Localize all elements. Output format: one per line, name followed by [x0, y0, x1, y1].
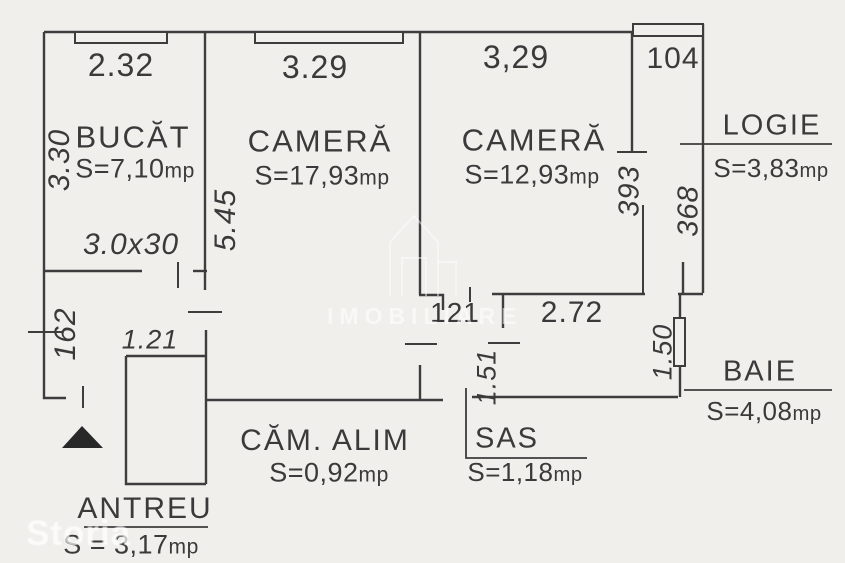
room-area-cam-alim: S=0,92mp — [269, 457, 389, 488]
area-unit: mp — [569, 165, 600, 189]
entry-arrow-icon — [62, 426, 103, 448]
leader-sas — [465, 388, 587, 459]
room-area-sas: S=1,18mp — [467, 459, 582, 485]
area-unit: mp — [792, 402, 822, 425]
area-value: S=7,10 — [75, 153, 165, 184]
area-unit: mp — [168, 535, 199, 559]
dim-bucat-width: 2.32 — [87, 47, 155, 83]
dim-camera2-width: 3,29 — [482, 39, 550, 75]
window-bucatarie — [74, 31, 168, 44]
watermark-storia: Storia — [26, 514, 132, 553]
area-value: S=3,83 — [713, 152, 800, 183]
watermark-house-outline — [389, 214, 439, 296]
dim-bucat-door: 3.0x30 — [82, 228, 180, 261]
area-unit: mp — [359, 166, 390, 190]
dim-logie-width: 104 — [646, 42, 700, 75]
dimension-ticks — [28, 151, 647, 408]
room-label-camera1: CAMERĂ — [247, 123, 393, 159]
area-unit: mp — [799, 159, 829, 182]
dim-baie-height: 1.50 — [647, 323, 678, 381]
window-camera1 — [254, 31, 404, 44]
dim-hall-left: 162 — [49, 307, 82, 361]
watermark-imobiliare: IMOBILIARE — [327, 303, 523, 329]
area-unit: mp — [553, 463, 583, 486]
watermark-building-icon — [389, 214, 457, 296]
dim-camera2-height: 393 — [613, 165, 646, 217]
room-area-camera1: S=17,93mp — [254, 160, 390, 191]
wall-left — [42, 32, 66, 400]
area-unit: mp — [358, 463, 389, 487]
room-area-camera2: S=12,93mp — [464, 159, 600, 190]
window-logie — [632, 23, 704, 37]
room-label-cam-alim: CĂM. ALIM — [240, 424, 410, 457]
watermark-house-inner — [401, 257, 427, 296]
room-label-logie: LOGIE — [722, 109, 822, 142]
dim-logie-height: 368 — [672, 185, 705, 237]
room-label-camera2: CAMERĂ — [461, 122, 607, 158]
area-value: S=12,93 — [464, 159, 570, 190]
area-value: S=17,93 — [254, 160, 360, 191]
room-label-sas: SAS — [474, 422, 540, 455]
dim-antreu-width: 1.21 — [121, 324, 179, 355]
watermark-house-annex — [438, 261, 457, 296]
room-area-baie: S=4,08mp — [706, 398, 821, 424]
dim-camera1-width: 3.29 — [281, 49, 349, 85]
room-label-bucatarie: BUCĂT — [75, 119, 191, 155]
area-value: S=0,92 — [269, 457, 359, 488]
windows — [74, 23, 704, 367]
room-label-antreu: ANTREU — [77, 492, 213, 525]
door-baie — [673, 317, 686, 367]
dim-baie-width: 2.72 — [540, 296, 604, 329]
room-label-baie: BAIE — [722, 355, 798, 388]
dim-camera1-height: 5.45 — [209, 188, 242, 252]
room-area-antreu: S = 3,17mp — [63, 529, 199, 560]
leader-lines — [84, 143, 832, 528]
dim-bucat-height: 3.30 — [43, 128, 76, 192]
wall-sas-top-left — [419, 293, 445, 310]
area-value: S=4,08 — [706, 395, 793, 426]
dim-sas-height: 1.51 — [471, 348, 502, 406]
area-value: S = 3,17 — [63, 529, 169, 560]
area-value: S=1,18 — [467, 456, 554, 487]
room-area-logie: S=3,83mp — [713, 155, 828, 181]
dim-sas-width: 121 — [430, 297, 480, 328]
wall-antreu-left-bottom — [124, 356, 206, 486]
room-area-bucatarie: S=7,10mp — [75, 153, 195, 184]
area-unit: mp — [164, 159, 195, 183]
